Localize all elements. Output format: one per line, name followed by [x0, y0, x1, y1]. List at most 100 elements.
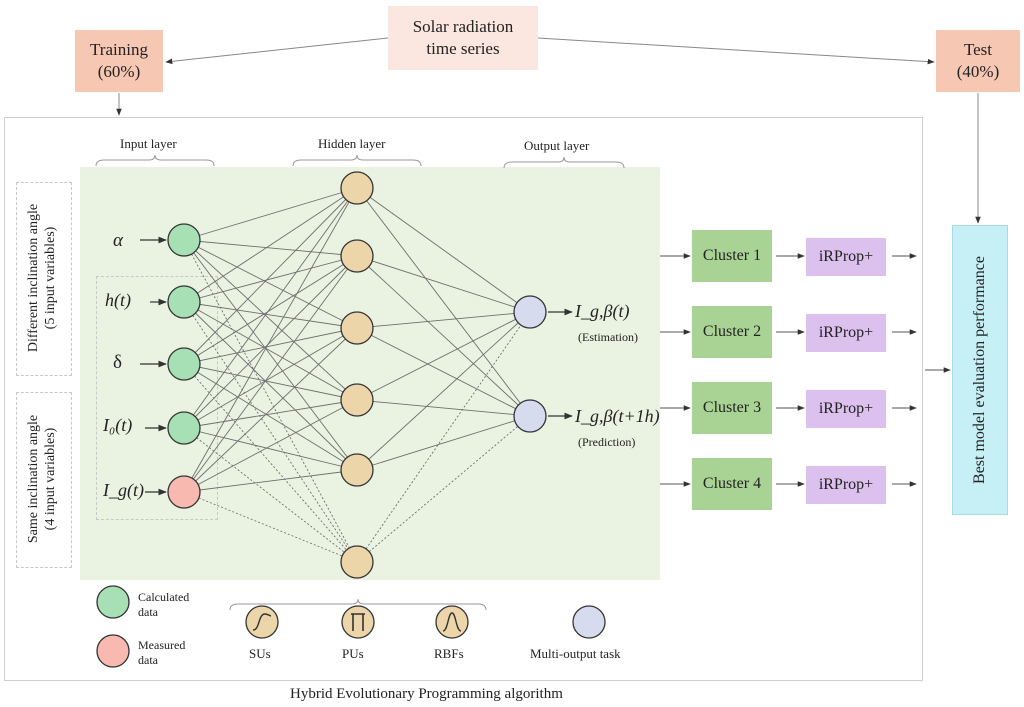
connection-in-4-hid-5: [183, 491, 358, 563]
connection-in-3-hid-1: [183, 255, 358, 429]
connection-hid-0-out-0: [356, 187, 531, 313]
connection-hid-3-out-1: [356, 399, 531, 417]
footer-caption: Hybrid Evolutionary Programming algorith…: [290, 686, 563, 702]
connection-hid-5-out-0: [356, 311, 531, 563]
source-box: Solar radiation time series: [388, 6, 538, 70]
algorithm-frame: [4, 117, 923, 681]
test-label: Test (40%): [956, 39, 1000, 81]
legend-calculated-label: Calculated data: [138, 590, 190, 619]
connection-in-0-hid-5: [183, 239, 358, 563]
input-node-1: [167, 285, 201, 319]
connection-in-4-hid-0: [183, 187, 358, 493]
input-node-4: [167, 475, 201, 509]
input-delta-label: δ: [113, 352, 122, 373]
pus-icon: [341, 605, 375, 639]
best-model-label: Best model evaluation performance: [971, 256, 989, 484]
connection-in-0-hid-2: [183, 239, 358, 329]
multi-output-swatch: [572, 605, 606, 639]
gaussian-glyph: [442, 612, 462, 632]
unit-types-brace: [229, 598, 487, 611]
input-ig-label: I_g(t): [103, 480, 144, 500]
cluster-3-box: Cluster 3: [692, 382, 772, 434]
connection-in-3-hid-4: [183, 427, 358, 471]
rbfs-icon: [435, 605, 469, 639]
connection-in-3-hid-2: [183, 327, 358, 429]
legend-pus-label: PUs: [342, 646, 364, 661]
output-layer-brace: [503, 156, 625, 169]
connection-in-4-hid-3: [183, 399, 358, 493]
connection-in-4-hid-1: [183, 255, 358, 493]
cluster-2-box: Cluster 2: [692, 306, 772, 358]
connection-hid-0-out-1: [356, 187, 531, 417]
hidden-layer-brace: [292, 154, 422, 167]
legend-sus-label: SUs: [249, 646, 271, 661]
connection-in-0-hid-0: [183, 187, 358, 241]
input-node-3: [167, 411, 201, 445]
test-box: Test (40%): [936, 30, 1020, 92]
connection-in-3-hid-3: [183, 399, 358, 429]
connection-in-0-hid-3: [183, 239, 358, 401]
input-alpha-label: α: [113, 230, 123, 251]
connection-in-2-hid-2: [183, 327, 358, 365]
hidden-node-5: [340, 545, 374, 579]
cluster-1-box: Cluster 1: [692, 230, 772, 282]
sigmoid-glyph: [252, 613, 272, 631]
source-label: Solar radiation time series: [412, 16, 514, 58]
connection-hid-4-out-0: [356, 311, 531, 471]
input-h-label: h(t): [105, 290, 131, 310]
connection-in-2-hid-4: [183, 363, 358, 471]
legend-measured-swatch: [96, 634, 130, 668]
irprop-box-3: iRProp+: [806, 390, 886, 428]
input-layer-label: Input layer: [120, 136, 177, 151]
connection-in-1-hid-2: [183, 301, 358, 329]
connection-in-2-hid-0: [183, 187, 358, 365]
connection-in-2-hid-3: [183, 363, 358, 401]
training-label: Training (60%): [90, 39, 148, 81]
connection-hid-2-out-0: [356, 311, 531, 329]
arrow-to-test: [537, 37, 935, 65]
legend-measured-label: Measured data: [138, 638, 186, 667]
irprop-box-4: iRProp+: [806, 466, 886, 504]
best-model-box: Best model evaluation performance: [952, 225, 1008, 515]
connection-in-2-hid-5: [183, 363, 358, 563]
input-node-0: [167, 223, 201, 257]
inputs-dashed-group: [96, 276, 218, 520]
legend-rbfs-label: RBFs: [434, 646, 464, 661]
output-estimation-symbol: I_g,β(t): [575, 301, 630, 321]
connection-in-0-hid-4: [183, 239, 358, 471]
connection-in-1-hid-5: [183, 301, 358, 563]
input-layer-brace: [95, 154, 215, 167]
hidden-node-1: [340, 239, 374, 273]
connection-in-4-hid-2: [183, 327, 358, 493]
connection-hid-3-out-0: [356, 311, 531, 401]
connection-in-0-hid-1: [183, 239, 358, 257]
connection-hid-1-out-0: [356, 255, 531, 313]
output-node-1: [513, 399, 547, 433]
product-glyph: [351, 613, 365, 631]
output-node-0: [513, 295, 547, 329]
output-layer-label: Output layer: [524, 138, 590, 153]
cluster-4-box: Cluster 4: [692, 458, 772, 510]
connection-in-1-hid-0: [183, 187, 358, 303]
training-box: Training (60%): [75, 30, 163, 92]
input-i0-label: I₀(t): [103, 415, 133, 435]
sus-icon: [245, 605, 279, 639]
legend-calculated-swatch: [96, 585, 130, 619]
different-angle-group: [16, 182, 72, 376]
hidden-layer-label: Hidden layer: [318, 136, 386, 151]
connection-in-3-hid-5: [183, 427, 358, 563]
output-prediction-note: (Prediction): [578, 435, 636, 449]
arrow-to-training: [165, 37, 389, 65]
connection-hid-5-out-1: [356, 415, 531, 563]
connection-in-1-hid-3: [183, 301, 358, 401]
same-angle-group: [16, 392, 72, 568]
output-estimation-note: (Estimation): [578, 330, 638, 344]
hidden-node-2: [340, 311, 374, 345]
input-node-2: [167, 347, 201, 381]
connection-in-4-hid-4: [183, 469, 358, 493]
legend-multi-label: Multi-output task: [530, 646, 621, 661]
connection-in-3-hid-0: [183, 187, 358, 429]
connection-in-2-hid-1: [183, 255, 358, 365]
hidden-node-0: [340, 171, 374, 205]
